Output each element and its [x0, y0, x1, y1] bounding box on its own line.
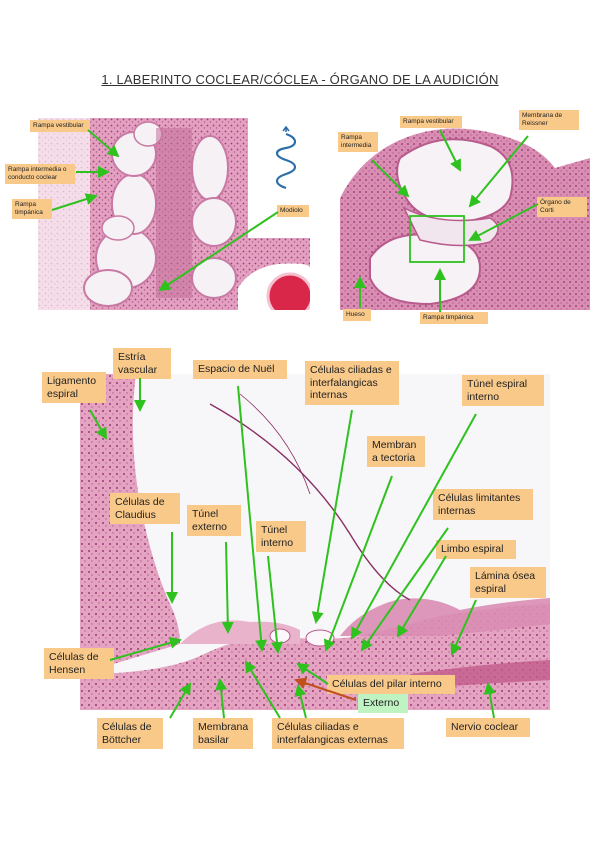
label-celulas-ciliadas-externas: Células ciliadas e interfalangicas exter…: [272, 718, 404, 749]
label-organo-corti: Órgano de Corti: [537, 197, 587, 217]
label-hueso: Hueso: [343, 309, 371, 321]
label-rampa-timpanica-tl: Rampa timpánica: [12, 199, 52, 219]
label-membrana-reissner: Membrana de Reissner: [519, 110, 579, 130]
label-lamina-osea: Lámina ósea espiral: [470, 567, 546, 598]
label-limbo-espiral: Limbo espiral: [436, 540, 516, 559]
micrograph-cochlea-overview: [38, 118, 310, 310]
label-membrana-basilar: Membrana basilar: [193, 718, 253, 749]
label-rampa-vestibular-tl: Rampa vestibular: [30, 120, 90, 132]
label-celulas-bottcher: Células de Böttcher: [97, 718, 163, 749]
label-membrana-tectoria: Membran a tectoria: [367, 436, 425, 467]
label-celulas-ciliadas-internas: Células ciliadas e interfalangicas inter…: [305, 361, 399, 405]
label-modiolo: Modiolo: [277, 205, 309, 217]
label-celulas-pilar: Células del pilar interno: [327, 675, 455, 694]
label-celulas-claudius: Células de Claudius: [110, 493, 180, 524]
label-externo: Externo: [358, 694, 408, 713]
label-rampa-vestibular-tr: Rampa vestibular: [400, 116, 462, 128]
label-ligamento-espiral: Ligamento espiral: [42, 372, 106, 403]
label-nervio-coclear: Nervio coclear: [446, 718, 530, 737]
label-espacio-nuel: Espacio de Nuël: [193, 360, 287, 379]
label-rampa-intermedia-tl: Rampa intermedia o conducto coclear: [5, 164, 75, 184]
spiral-arrow-icon: [272, 126, 300, 196]
page-title: 1. LABERINTO COCLEAR/CÓCLEA - ÓRGANO DE …: [0, 72, 600, 87]
label-celulas-hensen: Células de Hensen: [44, 648, 114, 679]
label-estria-vascular: Estría vascular: [113, 348, 171, 379]
label-tunel-interno: Túnel interno: [256, 521, 306, 552]
label-rampa-timpanica-tr: Rampa timpánica: [420, 312, 488, 324]
label-tunel-externo: Túnel externo: [187, 505, 241, 536]
label-tunel-espiral-interno: Túnel espiral interno: [462, 375, 544, 406]
label-rampa-intermedia-tr: Rampa intermedia: [338, 132, 378, 152]
label-celulas-limitantes: Células limitantes internas: [433, 489, 533, 520]
